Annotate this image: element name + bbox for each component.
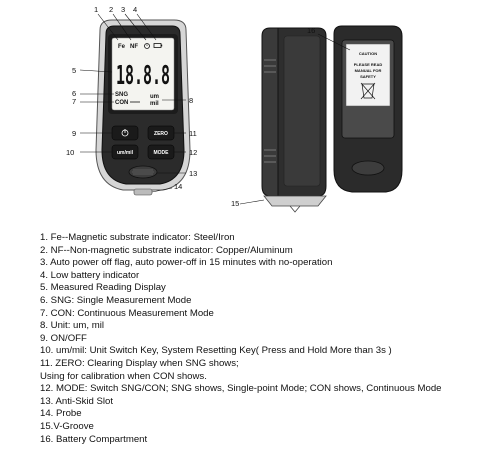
legend-item: 8. Unit: um, mil — [40, 320, 104, 332]
back-panel-inner — [283, 35, 321, 187]
callout-6: 6 — [72, 89, 76, 98]
callout-10: 10 — [66, 148, 74, 157]
callout-9: 9 — [72, 129, 76, 138]
legend-item: 9. ON/OFF — [40, 332, 87, 344]
legend-item: Using for calibration when CON shows. — [40, 370, 207, 382]
callout-7: 7 — [72, 97, 76, 106]
sticker-line-1: PLEASE READ — [354, 62, 383, 67]
leader-16 — [317, 33, 351, 51]
lcd-fe: Fe — [118, 44, 126, 50]
callout-1: 1 — [94, 5, 98, 14]
unit-button-label: um/mil — [117, 150, 134, 156]
legend-item: 5. Measured Reading Display — [40, 282, 166, 294]
legend-item: 15.V-Groove — [40, 420, 94, 432]
lcd-um: um — [150, 94, 159, 100]
callout-13: 13 — [189, 169, 197, 178]
leader-4 — [136, 13, 157, 41]
legend-item: 6. SNG: Single Measurement Mode — [40, 294, 192, 306]
callout-14: 14 — [174, 182, 182, 191]
back-view: CAUTION PLEASE READ MANUAL FOR SAFETY — [261, 25, 403, 213]
callout-numbers: 1 2 3 4 5 6 7 8 9 10 11 12 13 14 15 16 — [66, 5, 315, 208]
callout-2: 2 — [109, 5, 113, 14]
callout-12: 12 — [189, 148, 197, 157]
recycle-bin-icon — [361, 83, 375, 99]
legend-item: 16. Battery Compartment — [40, 433, 148, 445]
lcd-mil: mil — [150, 101, 159, 107]
mode-button-label: MODE — [154, 150, 170, 156]
sticker-line-3: SAFETY — [360, 74, 376, 79]
callout-3: 3 — [121, 5, 125, 14]
auto-power-off-icon — [144, 43, 150, 49]
v-groove-probe — [263, 195, 327, 207]
lcd-reading: 18.8.8 — [116, 61, 170, 91]
low-battery-icon-tip — [161, 44, 163, 47]
device-diagram: Fe NF 18.8.8 SNG CON um mil ZERO um/mil … — [66, 5, 403, 213]
probe — [133, 188, 153, 196]
legend-item: 11. ZERO: Clearing Display when SNG show… — [40, 357, 239, 369]
callout-15: 15 — [231, 199, 239, 208]
legend-item: 12. MODE: Switch SNG/CON; SNG shows, Sin… — [40, 383, 442, 395]
lcd-con: CON — [115, 100, 128, 106]
front-view: Fe NF 18.8.8 SNG CON um mil ZERO um/mil … — [95, 19, 191, 196]
back-anti-skid — [351, 160, 385, 176]
legend-item: 1. Fe--Magnetic substrate indicator: Ste… — [40, 232, 235, 243]
legend-list: 1. Fe--Magnetic substrate indicator: Ste… — [40, 232, 442, 446]
sticker-caution: CAUTION — [359, 51, 377, 56]
back-side-rail — [261, 27, 279, 197]
lcd-nf: NF — [130, 44, 138, 50]
legend-item: 2. NF--Non-magnetic substrate indicator:… — [40, 244, 293, 256]
leader-14 — [151, 187, 173, 193]
callout-5: 5 — [72, 66, 76, 75]
lcd-screen — [111, 37, 175, 111]
lcd-sng: SNG — [115, 92, 128, 98]
leader-1 — [97, 13, 119, 41]
leader-3 — [124, 13, 147, 41]
callout-8: 8 — [189, 96, 193, 105]
leader-15 — [239, 199, 265, 205]
legend-item: 13. Anti-Skid Slot — [40, 395, 114, 407]
leader-2 — [112, 13, 132, 41]
callout-11: 11 — [189, 129, 197, 138]
callout-16: 16 — [307, 26, 315, 35]
zero-button-label: ZERO — [154, 131, 168, 137]
legend-item: 3. Auto power off flag, auto power-off i… — [40, 257, 333, 269]
callout-leaders — [79, 13, 351, 205]
recycle-bin-cross-2 — [360, 82, 376, 100]
caution-sticker — [345, 43, 391, 107]
callout-4: 4 — [133, 5, 137, 14]
legend-item: 14. Probe — [40, 408, 82, 420]
legend-item: 4. Low battery indicator — [40, 269, 140, 281]
v-groove-notch — [289, 205, 301, 213]
legend-item: 10. um/mil: Unit Switch Key, System Rese… — [40, 345, 392, 357]
legend-item: 7. CON: Continuous Measurement Mode — [40, 307, 214, 319]
leader-5 — [79, 69, 113, 73]
sticker-line-2: MANUAL FOR — [355, 68, 382, 73]
